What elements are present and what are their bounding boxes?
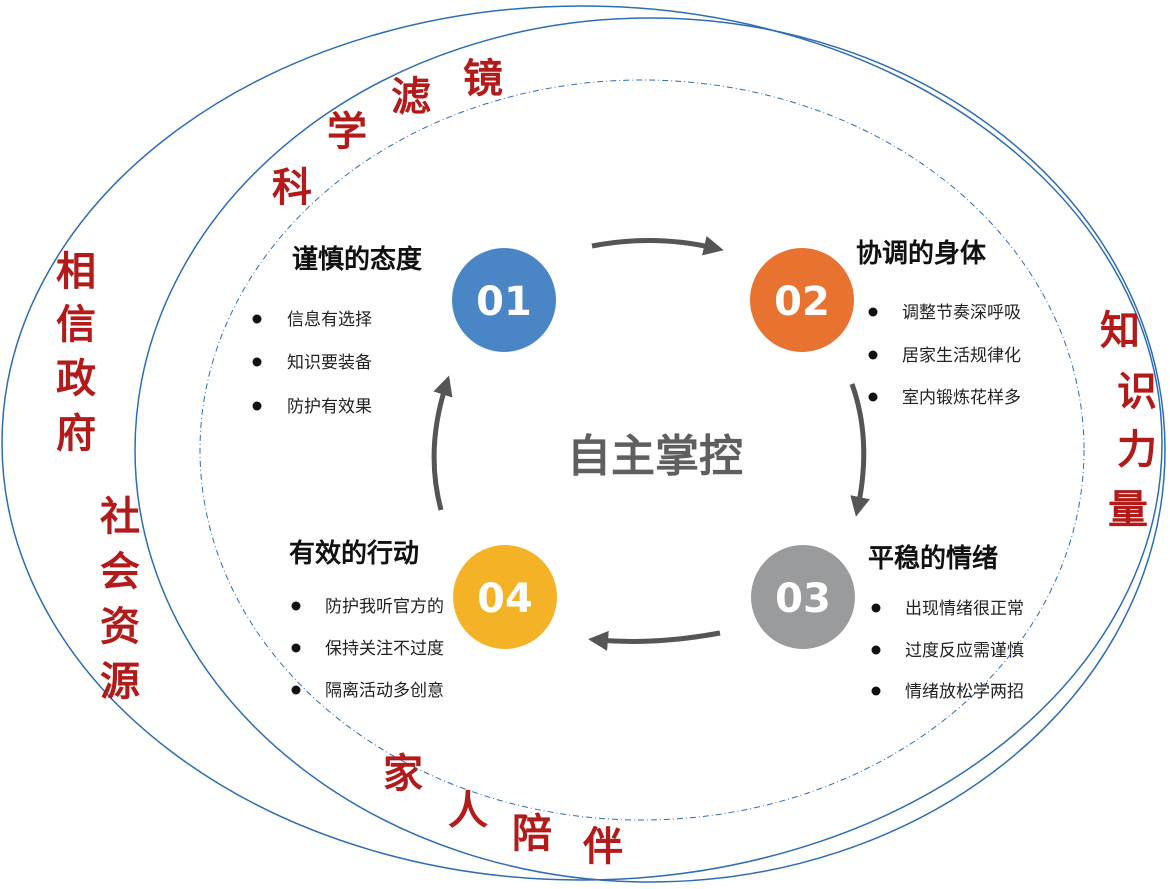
stage-03-item: 情绪放松学两招 [905,682,1024,702]
label-right-char: 识 [1117,368,1157,415]
stage-01: 01 谨慎的态度 信息有选择 知识要装备 防护有效果 [252,244,556,417]
label-bottom-char: 家 [383,750,423,797]
inner-dashed-ring [199,79,1085,821]
label-bottom: 家 人 陪 伴 [383,750,623,870]
stage-02-title: 协调的身体 [856,238,987,269]
stage-02-item: 调整节奏深呼吸 [902,303,1021,323]
stage-02: 02 协调的身体 调整节奏深呼吸 居家生活规律化 室内锻炼花样多 [750,238,1021,408]
label-top: 科 学 滤 镜 [272,55,503,211]
label-top-char: 滤 [391,73,431,120]
bullet [871,686,881,696]
stage-03-number: 03 [775,576,831,622]
stage-03-item: 过度反应需谨慎 [905,641,1024,661]
bullet [291,685,301,695]
stage-01-title: 谨慎的态度 [292,244,422,275]
bullet [871,645,881,655]
outer-ring [1,5,1163,881]
bullet [252,401,262,411]
middle-ring [134,17,1166,883]
stage-04: 04 有效的行动 防护我听官方的 保持关注不过度 隔离活动多创意 [289,538,557,701]
stage-01-item: 信息有选择 [287,310,372,330]
bullet [291,643,301,653]
label-top-char: 镜 [463,55,503,102]
stage-02-number: 02 [774,279,830,325]
stage-02-item: 居家生活规律化 [902,346,1021,366]
stage-01-item: 防护有效果 [287,397,372,417]
label-top-char: 学 [327,108,367,155]
stage-02-circle [750,248,854,352]
label-left-lower: 社 会 资 源 [100,493,140,705]
bullet [871,603,881,613]
arrow-04-to-01 [431,375,453,511]
stage-03: 03 平稳的情绪 出现情绪很正常 过度反应需谨慎 情绪放松学两招 [751,543,1024,702]
bullet [868,350,878,360]
center-title: 自主掌控 [567,431,743,482]
label-bottom-char: 人 [448,787,488,834]
label-left-char: 信 [56,301,96,348]
bullet [291,601,301,611]
arrow-02-to-03 [849,383,870,517]
label-right-char: 力 [1117,426,1157,473]
label-top-char: 科 [272,164,312,211]
stage-01-circle [452,248,556,352]
bullet [252,314,262,324]
stage-03-circle [751,545,855,649]
stage-04-title: 有效的行动 [289,538,419,569]
label-right-char: 量 [1108,486,1148,533]
stage-03-item: 出现情绪很正常 [905,599,1024,619]
label-right: 知 识 力 量 [1100,307,1157,533]
label-left-char: 政 [56,355,96,402]
label-left-lower-char: 资 [100,603,140,650]
bullet [868,392,878,402]
stage-01-item: 知识要装备 [287,353,372,373]
label-left-char: 相 [56,248,96,295]
bullet [252,357,262,367]
label-right-char: 知 [1100,307,1140,354]
label-bottom-char: 伴 [582,823,623,870]
stage-04-circle [453,545,557,649]
stage-03-title: 平稳的情绪 [868,543,998,574]
label-left-lower-char: 源 [100,658,140,705]
arrow-03-to-04 [588,630,721,651]
stage-02-item: 室内锻炼花样多 [902,388,1021,408]
label-left-lower-char: 社 [100,493,140,540]
stage-04-item: 隔离活动多创意 [325,681,444,701]
stage-04-item: 防护我听官方的 [325,597,444,617]
bullet [868,307,878,317]
label-left: 相 信 政 府 [56,248,96,457]
label-bottom-char: 陪 [512,810,552,857]
stage-04-item: 保持关注不过度 [325,639,444,659]
label-left-lower-char: 会 [100,548,140,595]
stage-01-number: 01 [476,279,532,325]
label-left-char: 府 [56,410,96,457]
arrow-01-to-02 [591,235,724,256]
stage-04-number: 04 [477,576,533,622]
